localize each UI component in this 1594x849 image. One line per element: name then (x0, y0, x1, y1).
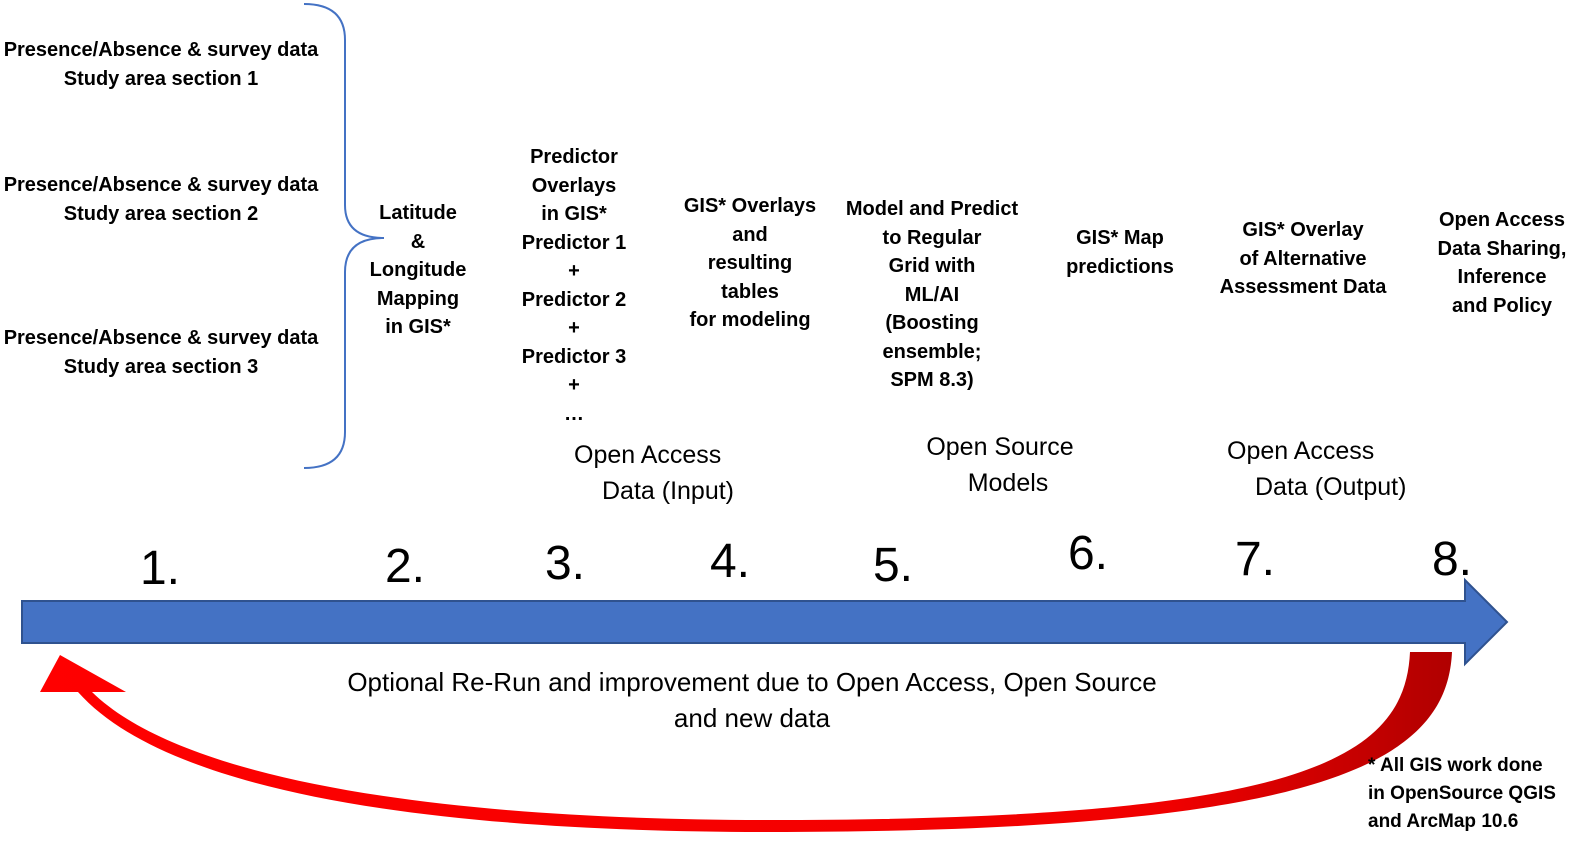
step-3-number: 3. (544, 537, 586, 590)
step-text-line: Predictor 2 (521, 288, 627, 311)
step-text-line: Inference (1457, 266, 1547, 288)
feedback-label: Optional Re-Run and improvement due to O… (300, 664, 1204, 736)
step-7-number: 7. (1234, 533, 1276, 586)
step-text-line: and Policy (1451, 294, 1553, 317)
stage-label-line: Open Access (574, 441, 722, 469)
stage-label-line: Models (967, 469, 1049, 497)
step-text-line: Grid with (888, 255, 976, 277)
step-text-line: resulting (707, 252, 793, 274)
step-text-line: GIS* Map (1076, 227, 1164, 249)
survey-input-3: Presence/Absence & survey data Study are… (0, 324, 322, 381)
process-timeline-arrow (21, 577, 1509, 667)
step-2-number: 2. (384, 540, 426, 593)
grouping-brace (303, 3, 385, 469)
step-text-line: + (568, 374, 580, 396)
step-8-number: 8. (1431, 533, 1473, 586)
step-text-line: + (568, 317, 580, 339)
step-text-line: GIS* Overlays (683, 195, 817, 217)
step-text-line: in GIS* (385, 316, 451, 338)
survey-input-title: Presence/Absence & survey data (3, 39, 319, 61)
stage-label-line: Data (Input) (602, 477, 735, 505)
step-text-line: and (732, 223, 768, 246)
step-5-description: Model and Predict to Regular Grid with M… (832, 195, 1032, 395)
stage-label-line: Data (Output) (1255, 473, 1407, 501)
survey-input-title: Presence/Absence & survey data (3, 174, 319, 196)
survey-input-section: Study area section 1 (63, 67, 259, 90)
step-text-line: for modeling (689, 309, 811, 331)
step-text-line: & (410, 230, 426, 253)
step-text-line: Data Sharing, (1437, 237, 1567, 260)
step-text-line: tables (721, 280, 779, 303)
footnote-line: * All GIS work done (1368, 755, 1543, 776)
step-text-line: Predictor 1 (521, 231, 627, 254)
step-text-line: Open Access (1439, 209, 1565, 231)
step-text-line: Mapping (376, 287, 460, 310)
footnote-line: and ArcMap 10.6 (1368, 811, 1519, 832)
step-text-line: GIS* Overlay (1242, 219, 1364, 241)
survey-input-1: Presence/Absence & survey data Study are… (0, 36, 322, 93)
step-text-line: Model and Predict (845, 198, 1019, 220)
stage-label-line: Open Source (926, 433, 1074, 461)
step-text-line: Latitude (379, 202, 457, 224)
survey-input-2: Presence/Absence & survey data Study are… (0, 171, 322, 228)
stage-label-line: Open Access (1227, 437, 1375, 465)
step-5-number: 5. (872, 539, 914, 592)
step-text-line: ensemble; (882, 340, 982, 363)
step-8-description: Open Access Data Sharing, Inference and … (1430, 206, 1574, 320)
footnote-line: in OpenSource QGIS (1368, 783, 1556, 804)
step-text-line: predictions (1066, 255, 1174, 278)
step-text-line: … (564, 402, 584, 425)
step-text-line: SPM 8.3) (890, 369, 974, 391)
feedback-label-line: and new data (673, 703, 831, 733)
step-text-line: Predictor 3 (521, 345, 627, 368)
gis-footnote: * All GIS work done in OpenSource QGIS a… (1368, 752, 1556, 836)
step-text-line: of Alternative (1239, 247, 1367, 270)
step-text-line: in GIS* (541, 203, 607, 225)
step-4-number: 4. (709, 535, 751, 588)
feedback-label-line: Optional Re-Run and improvement due to O… (347, 667, 1157, 697)
step-text-line: + (568, 260, 580, 282)
step-7-description: GIS* Overlay of Alternative Assessment D… (1208, 216, 1398, 302)
stage-label-open-access-input: Open Access Data (Input) (560, 437, 770, 509)
stage-label-open-source-models: Open Source Models (900, 429, 1100, 501)
step-6-description: GIS* Map predictions (1045, 224, 1195, 281)
step-text-line: Overlays (531, 174, 617, 197)
step-6-number: 6. (1067, 527, 1109, 580)
stage-label-open-access-output: Open Access Data (Output) (1215, 433, 1445, 505)
step-text-line: (Boosting (885, 312, 979, 334)
step-text-line: to Regular (882, 226, 982, 249)
step-1-number: 1. (139, 542, 181, 595)
step-text-line: Predictor (530, 146, 618, 168)
step-text-line: Longitude (369, 259, 467, 281)
step-2-description: Latitude & Longitude Mapping in GIS* (343, 199, 493, 342)
step-4-description: GIS* Overlays and resulting tables for m… (665, 192, 835, 335)
survey-input-section: Study area section 2 (63, 202, 259, 225)
survey-input-section: Study area section 3 (63, 355, 259, 378)
survey-input-title: Presence/Absence & survey data (3, 327, 319, 349)
step-text-line: Assessment Data (1219, 276, 1387, 298)
step-3-description: Predictor Overlays in GIS* Predictor 1 +… (499, 143, 649, 428)
step-text-line: ML/AI (904, 283, 960, 306)
